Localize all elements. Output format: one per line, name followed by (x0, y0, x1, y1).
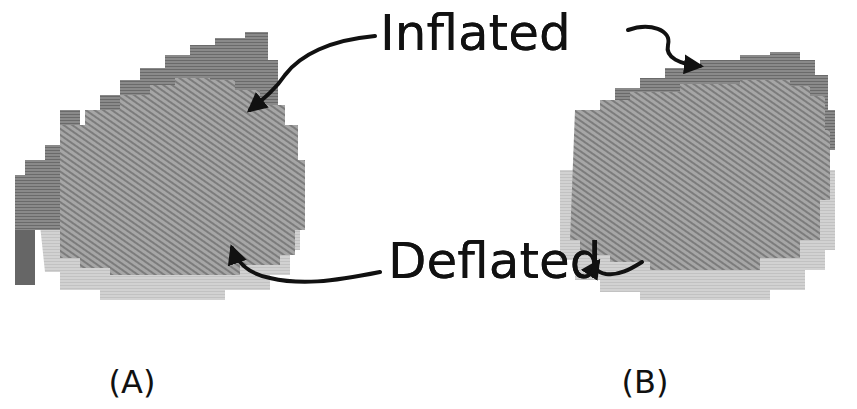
voxel-figure-a (15, 32, 305, 300)
panel-label: (B) (622, 366, 669, 398)
leader-arrow (232, 248, 380, 282)
region-label: Deflated (388, 236, 602, 286)
surface-region (570, 80, 830, 270)
leader-arrow (628, 27, 700, 66)
region-label: Inflated (380, 8, 571, 58)
leader-arrow (596, 262, 642, 274)
leader-arrow (250, 36, 375, 110)
surface-region (60, 78, 305, 275)
panel-label: (A) (109, 366, 156, 398)
